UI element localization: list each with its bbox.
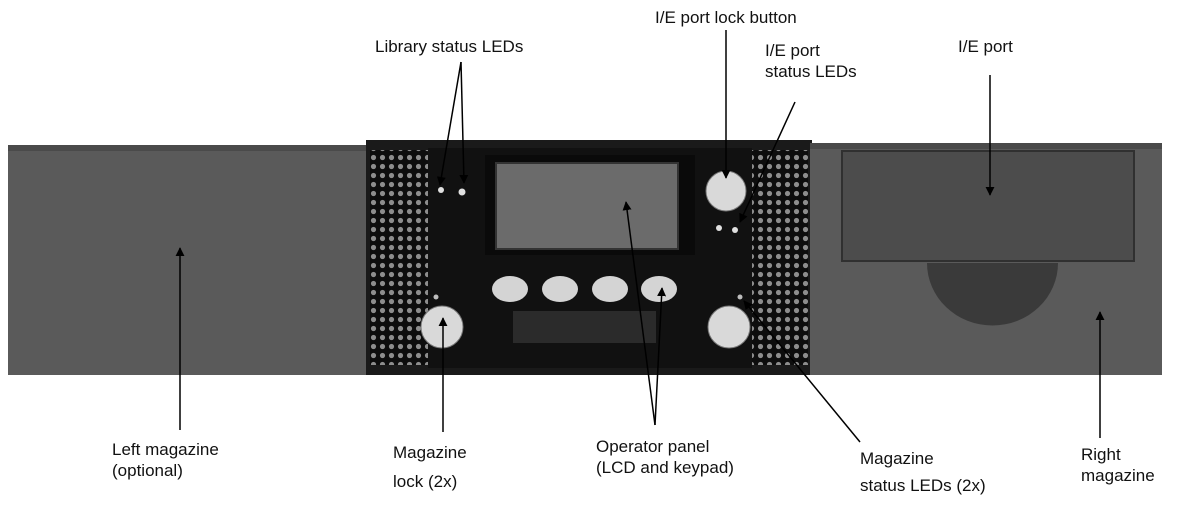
center-bezel: [366, 140, 812, 375]
right-magazine-lock-button[interactable]: [707, 305, 751, 349]
ie-port-door[interactable]: [841, 150, 1135, 262]
ie-port-status-led-1: [716, 225, 722, 231]
right-magazine: [810, 143, 1162, 375]
lcd-screen: [495, 162, 679, 250]
label-line: Magazine: [860, 449, 934, 468]
label-line: Magazine: [393, 443, 467, 462]
label-line: Left magazine: [112, 440, 219, 459]
lower-panel-strip: [513, 311, 656, 343]
library-status-led-1: [438, 187, 444, 193]
keypad-button-4[interactable]: [641, 276, 677, 302]
arrow-library-led-right: [459, 61, 469, 184]
label-line: Operator panel: [596, 437, 710, 456]
label-magazine-status-leds: Magazine status LEDs (2x): [860, 449, 986, 496]
keypad-button-3[interactable]: [592, 276, 628, 302]
label-ie-port-lock-button: I/E port lock button: [655, 8, 797, 29]
label-operator-panel: Operator panel (LCD and keypad): [596, 437, 734, 478]
label-line: I/E port: [958, 37, 1013, 56]
label-right-magazine: Right magazine: [1081, 445, 1155, 486]
label-ie-port-status-leds: I/E port status LEDs: [765, 41, 857, 82]
right-vent-grille: [752, 150, 808, 365]
label-line: Library status LEDs: [375, 37, 524, 56]
label-line: lock (2x): [393, 471, 458, 491]
magazine-handle[interactable]: [927, 263, 1058, 326]
keypad-button-1[interactable]: [492, 276, 528, 302]
left-vent-grille: [370, 150, 428, 365]
label-line: Right: [1081, 445, 1121, 464]
library-status-led-2: [458, 188, 466, 196]
label-line: (LCD and keypad): [596, 457, 734, 477]
label-line: status LEDs: [765, 61, 857, 81]
label-library-status-leds: Library status LEDs: [375, 37, 523, 58]
left-magazine-lock-button[interactable]: [420, 305, 464, 349]
label-ie-port: I/E port: [958, 37, 1013, 58]
label-magazine-lock: Magazine lock (2x): [393, 443, 467, 492]
keypad-button-2[interactable]: [542, 276, 578, 302]
label-line: status LEDs (2x): [860, 475, 986, 495]
label-line: magazine: [1081, 465, 1155, 485]
arrow-magazine-status-leds: [743, 300, 861, 443]
arrow-library-led-left: [436, 61, 462, 186]
label-line: I/E port lock button: [655, 8, 797, 27]
label-line: I/E port: [765, 41, 820, 60]
left-magazine-status-led: [433, 294, 439, 300]
ie-port-status-led-2: [732, 227, 738, 233]
label-left-magazine: Left magazine (optional): [112, 440, 219, 481]
arrow-ie-status-leds: [739, 101, 796, 223]
left-magazine: [8, 145, 368, 375]
right-magazine-status-led: [737, 294, 743, 300]
arrow-operator-panel-lcd: [622, 201, 656, 426]
arrow-operator-panel-keypad: [654, 287, 667, 426]
label-line: (optional): [112, 460, 183, 480]
